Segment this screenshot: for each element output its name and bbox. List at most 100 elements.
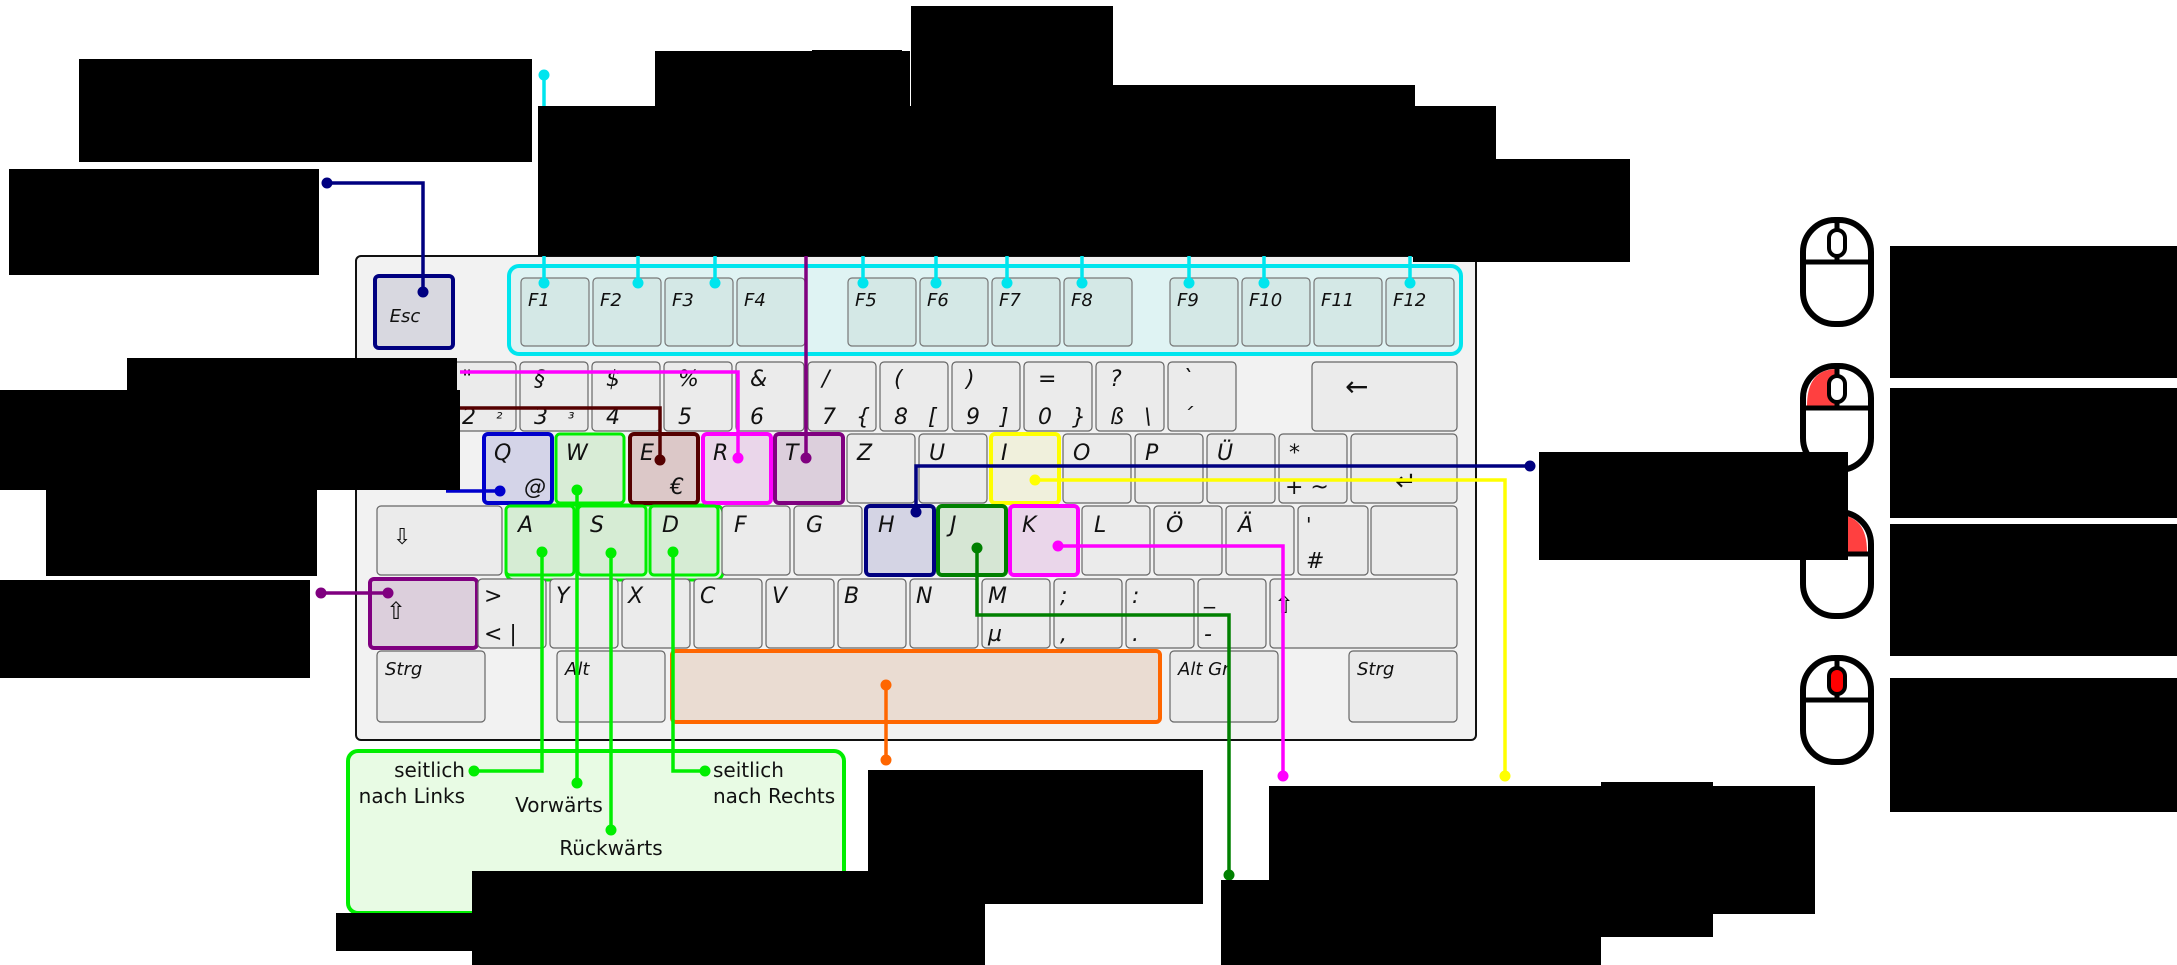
fkey-dot-7 — [1183, 277, 1195, 289]
i-dot — [1029, 474, 1041, 486]
key-f7: F7 — [991, 277, 1061, 347]
key-f11: F11 — [1313, 277, 1383, 347]
key-number-4: $4 — [591, 361, 661, 432]
key-u-cap — [918, 433, 988, 504]
key-p: P — [1134, 433, 1204, 504]
key-shift-row-8-top: ; — [1060, 584, 1067, 609]
key-shift-right-cap — [1269, 578, 1458, 649]
key-shift-row-3-top: C — [700, 584, 716, 609]
fkey-dot-9 — [1404, 277, 1416, 289]
k-end-dot — [1277, 770, 1289, 782]
e-dot — [654, 454, 666, 466]
key-8-bottom: 9 — [966, 405, 980, 430]
key-altgr-label: Alt Gr — [1177, 659, 1231, 680]
key-altgr: Alt Gr — [1169, 650, 1279, 723]
fkey-dot-3 — [857, 277, 869, 289]
key-f2-label: F2 — [600, 290, 622, 311]
key-l: L — [1081, 505, 1151, 576]
a-dot — [536, 546, 548, 558]
key-enter-lower-cap — [1370, 505, 1458, 576]
j-connector — [975, 548, 1231, 875]
key-shift-row-7-bottom: µ — [987, 622, 1002, 647]
key-esc: Esc — [373, 274, 455, 350]
key-f4: F4 — [736, 277, 806, 347]
label-sideways-right-line1: seitlich — [713, 758, 784, 782]
key-*-cap — [1278, 433, 1348, 504]
key-strg-right: Strg — [1348, 650, 1458, 723]
label-sideways-left-line1: seitlich — [394, 758, 465, 782]
key-f10-label: F10 — [1249, 290, 1282, 311]
key-f2: F2 — [592, 277, 662, 347]
key-t-cap — [773, 432, 845, 505]
k-connector — [1058, 544, 1285, 776]
key-1-top: " — [462, 367, 472, 392]
key-f5: F5 — [847, 277, 917, 347]
key-l-cap — [1081, 505, 1151, 576]
key-shift-row-3: C — [693, 578, 763, 649]
redaction-box-7 — [1413, 159, 1630, 262]
s-dot — [605, 547, 617, 559]
key-strg-right-cap — [1348, 650, 1458, 723]
key-h-cap — [864, 504, 936, 577]
key-ä: Ä — [1225, 505, 1295, 576]
key-enter-lower — [1370, 505, 1458, 576]
key-s-label: S — [590, 513, 604, 538]
key-f9: F9 — [1169, 277, 1239, 347]
key-g-label: G — [806, 513, 823, 538]
redaction-box-10 — [46, 488, 317, 576]
mouse-wheel-icon — [1800, 655, 1874, 765]
key-w: W — [554, 432, 626, 505]
key-6-top: / — [820, 367, 832, 392]
key-esc-cap — [373, 274, 455, 350]
key-f-cap — [721, 505, 791, 576]
key-strg-right-label: Strg — [1357, 659, 1394, 680]
key-shift-row-2: X — [621, 578, 691, 649]
key-h-label: H — [878, 513, 895, 538]
fkey-dot-5 — [1001, 277, 1013, 289]
key-shift-row-5-cap — [837, 578, 907, 649]
key-f7-cap — [991, 277, 1061, 347]
key-o-label: O — [1073, 441, 1090, 466]
key-f11-label: F11 — [1321, 290, 1354, 311]
key-j-label: J — [946, 513, 957, 538]
key-r: R — [701, 432, 773, 505]
key-a-label: A — [516, 513, 533, 538]
key-6-alt: { — [856, 405, 870, 430]
key-shift-row-0-top: > — [484, 584, 502, 609]
label-forward: Vorwärts — [515, 793, 603, 817]
key-*: *+ ~ — [1278, 433, 1348, 504]
key-space-cap — [670, 649, 1162, 724]
key-g-cap — [793, 505, 863, 576]
key-a-cap — [504, 504, 576, 577]
key-p-label: P — [1145, 441, 1159, 466]
key-2-bottom: 3 — [534, 405, 548, 430]
key-ö: Ö — [1153, 505, 1223, 576]
key-k-label: K — [1022, 513, 1038, 538]
redaction-box-20 — [1890, 388, 2177, 518]
w-end-dot — [571, 777, 583, 789]
key-f12: F12 — [1385, 277, 1455, 347]
key-1-alt: ² — [496, 409, 503, 428]
key-number-4-cap — [591, 361, 661, 432]
key-t-label: T — [785, 441, 800, 466]
key-number-5-cap — [663, 361, 733, 432]
enter-symbol: ↵ — [1395, 467, 1417, 497]
key-10-top: ? — [1110, 367, 1122, 392]
label-backward: Rückwärts — [559, 836, 662, 860]
key-f5-label: F5 — [855, 290, 877, 311]
key-4-bottom: 5 — [678, 405, 692, 430]
redaction-box-16 — [1221, 880, 1601, 965]
key-f1-label: F1 — [528, 290, 550, 311]
redaction-box-17 — [1601, 782, 1713, 937]
redaction-box-11 — [0, 580, 310, 678]
key-h: H — [864, 504, 936, 577]
key-7-alt: [ — [928, 405, 938, 430]
key-f5-cap — [847, 277, 917, 347]
key-number-9: )9] — [951, 361, 1021, 432]
key-3-bottom: 4 — [606, 405, 620, 430]
key-f4-cap — [736, 277, 806, 347]
key-shift-row-8-bottom: , — [1060, 622, 1067, 647]
key-backspace: ← — [1311, 361, 1458, 432]
key-f6-label: F6 — [927, 290, 949, 311]
key-enter-cap — [1350, 433, 1458, 504]
